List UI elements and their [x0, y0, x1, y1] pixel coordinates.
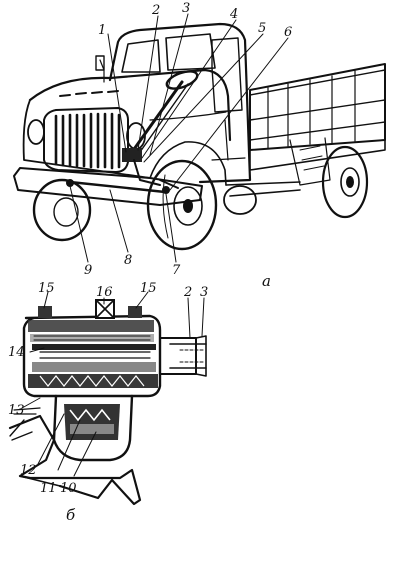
panel-a-truck-drawing: [13, 22, 386, 251]
panel-b-labels: 2 3 10 11 12 13 14 15 15 16 б: [8, 281, 208, 524]
radiator-grille: [43, 90, 129, 173]
callout-b-15-left: 15: [38, 281, 55, 296]
callout-b-10: 10: [60, 481, 77, 496]
panel-b-caption: б: [66, 506, 76, 524]
front-wheel-left: [32, 178, 92, 242]
hood: [22, 68, 232, 186]
callout-1: 1: [98, 23, 106, 38]
callout-b-13: 13: [8, 403, 25, 418]
panel-a-caption: а: [262, 272, 271, 290]
callout-5: 5: [258, 21, 266, 36]
callout-7: 7: [172, 263, 181, 278]
callout-b-12: 12: [20, 463, 37, 478]
front-bumper: [13, 167, 203, 206]
drag-link: [68, 180, 167, 194]
callout-4: 4: [229, 7, 238, 22]
callout-b-11: 11: [40, 481, 57, 496]
panel-b-gear-section: [8, 299, 207, 506]
callout-b-2: 2: [183, 285, 192, 300]
panel-a-labels: 1 2 3 4 5 6 7 8 9 а: [84, 1, 292, 290]
callout-b-3: 3: [200, 285, 208, 300]
callout-3: 3: [182, 1, 190, 16]
steering-gear-box: [122, 148, 142, 162]
callout-b-15-right: 15: [140, 281, 157, 296]
rear-wheel: [321, 145, 369, 219]
callout-b-16: 16: [96, 285, 113, 300]
callout-6: 6: [284, 25, 292, 40]
steering-mechanism: [66, 70, 199, 194]
callout-9: 9: [84, 263, 92, 278]
panel-b-leader-lines: [21, 291, 205, 477]
callout-b-14: 14: [8, 345, 25, 360]
callout-2: 2: [151, 3, 160, 18]
cargo-bed: [249, 63, 386, 186]
callout-8: 8: [124, 253, 132, 268]
cab: [95, 22, 252, 184]
panel-a-leader-lines: [69, 13, 289, 263]
front-wheel-right: [146, 159, 218, 251]
